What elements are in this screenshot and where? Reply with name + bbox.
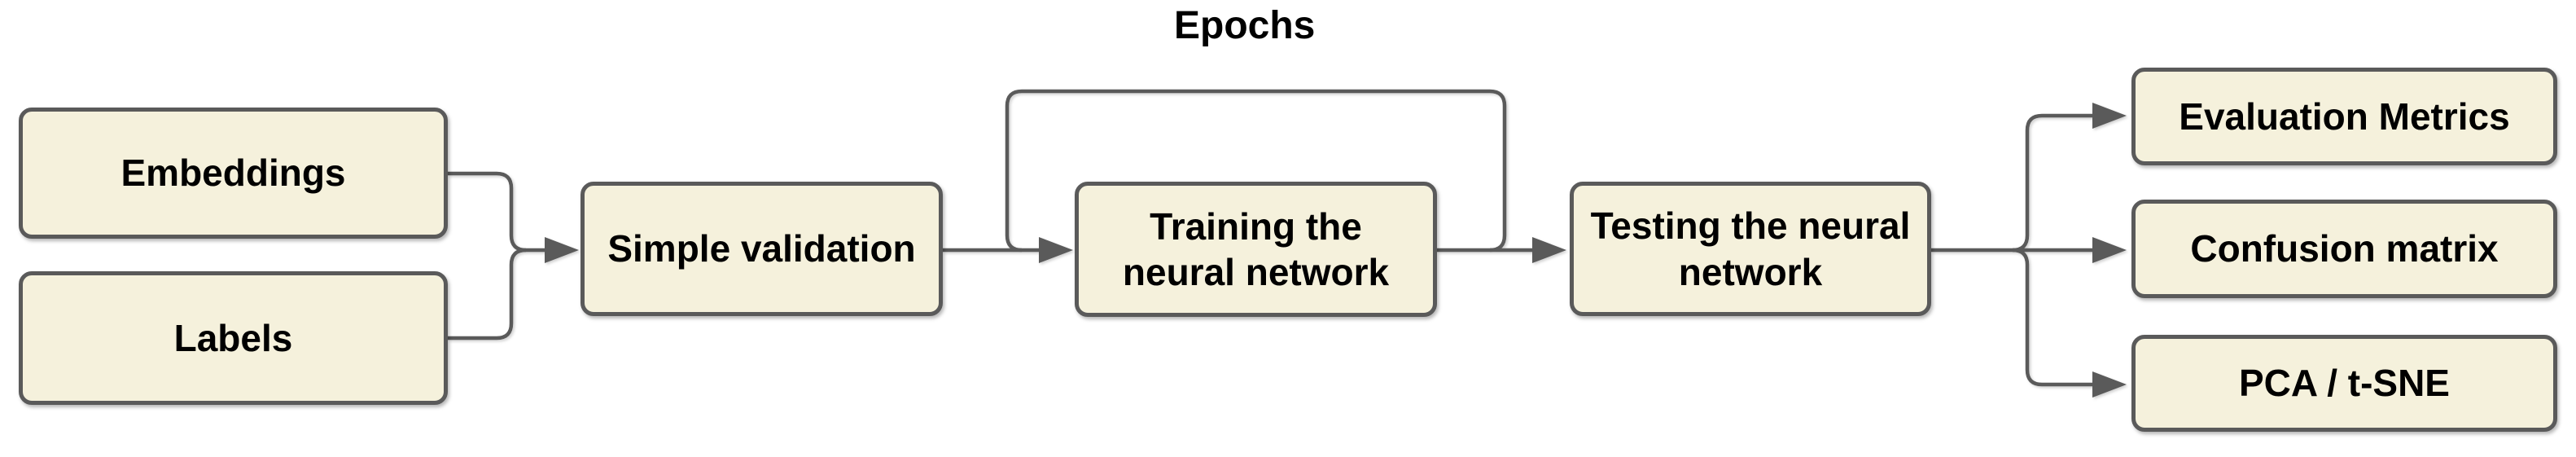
edge-embeddings-to-simple-validation bbox=[448, 171, 545, 253]
node-pca-tsne[interactable]: PCA / t-SNE bbox=[2131, 335, 2557, 432]
node-evaluation-metrics[interactable]: Evaluation Metrics bbox=[2131, 68, 2557, 165]
edge-testing-to-pca-tsne bbox=[2012, 248, 2092, 387]
node-testing-label: Testing the neural network bbox=[1590, 204, 1911, 293]
node-testing-neural-network[interactable]: Testing the neural network bbox=[1570, 182, 1931, 316]
edge-epochs-loop bbox=[1005, 89, 1507, 253]
node-labels-label: Labels bbox=[173, 316, 293, 359]
node-training-label: Training the neural network bbox=[1122, 204, 1390, 293]
arrowhead-into-confusion-matrix bbox=[2092, 237, 2127, 263]
node-embeddings-label: Embeddings bbox=[120, 152, 346, 195]
node-simple-validation-label: Simple validation bbox=[607, 227, 916, 270]
epochs-loop-label: Epochs bbox=[1174, 4, 1316, 47]
node-embeddings[interactable]: Embeddings bbox=[19, 108, 448, 239]
node-labels[interactable]: Labels bbox=[19, 271, 448, 405]
node-confusion-matrix-label: Confusion matrix bbox=[2190, 227, 2499, 270]
arrowhead-into-simple-validation bbox=[545, 237, 579, 263]
node-training-neural-network[interactable]: Training the neural network bbox=[1075, 182, 1437, 317]
node-pca-tsne-label: PCA / t-SNE bbox=[2239, 362, 2450, 405]
node-simple-validation[interactable]: Simple validation bbox=[580, 182, 943, 316]
arrowhead-into-pca-tsne bbox=[2092, 371, 2127, 398]
node-evaluation-metrics-label: Evaluation Metrics bbox=[2179, 94, 2510, 138]
arrowhead-into-training bbox=[1039, 237, 1073, 263]
node-confusion-matrix[interactable]: Confusion matrix bbox=[2131, 200, 2557, 298]
arrowhead-into-testing bbox=[1532, 237, 1566, 263]
arrowhead-into-evaluation-metrics bbox=[2092, 103, 2127, 129]
edge-labels-to-simple-validation bbox=[448, 248, 527, 341]
edge-testing-to-evaluation-metrics bbox=[2012, 113, 2092, 253]
